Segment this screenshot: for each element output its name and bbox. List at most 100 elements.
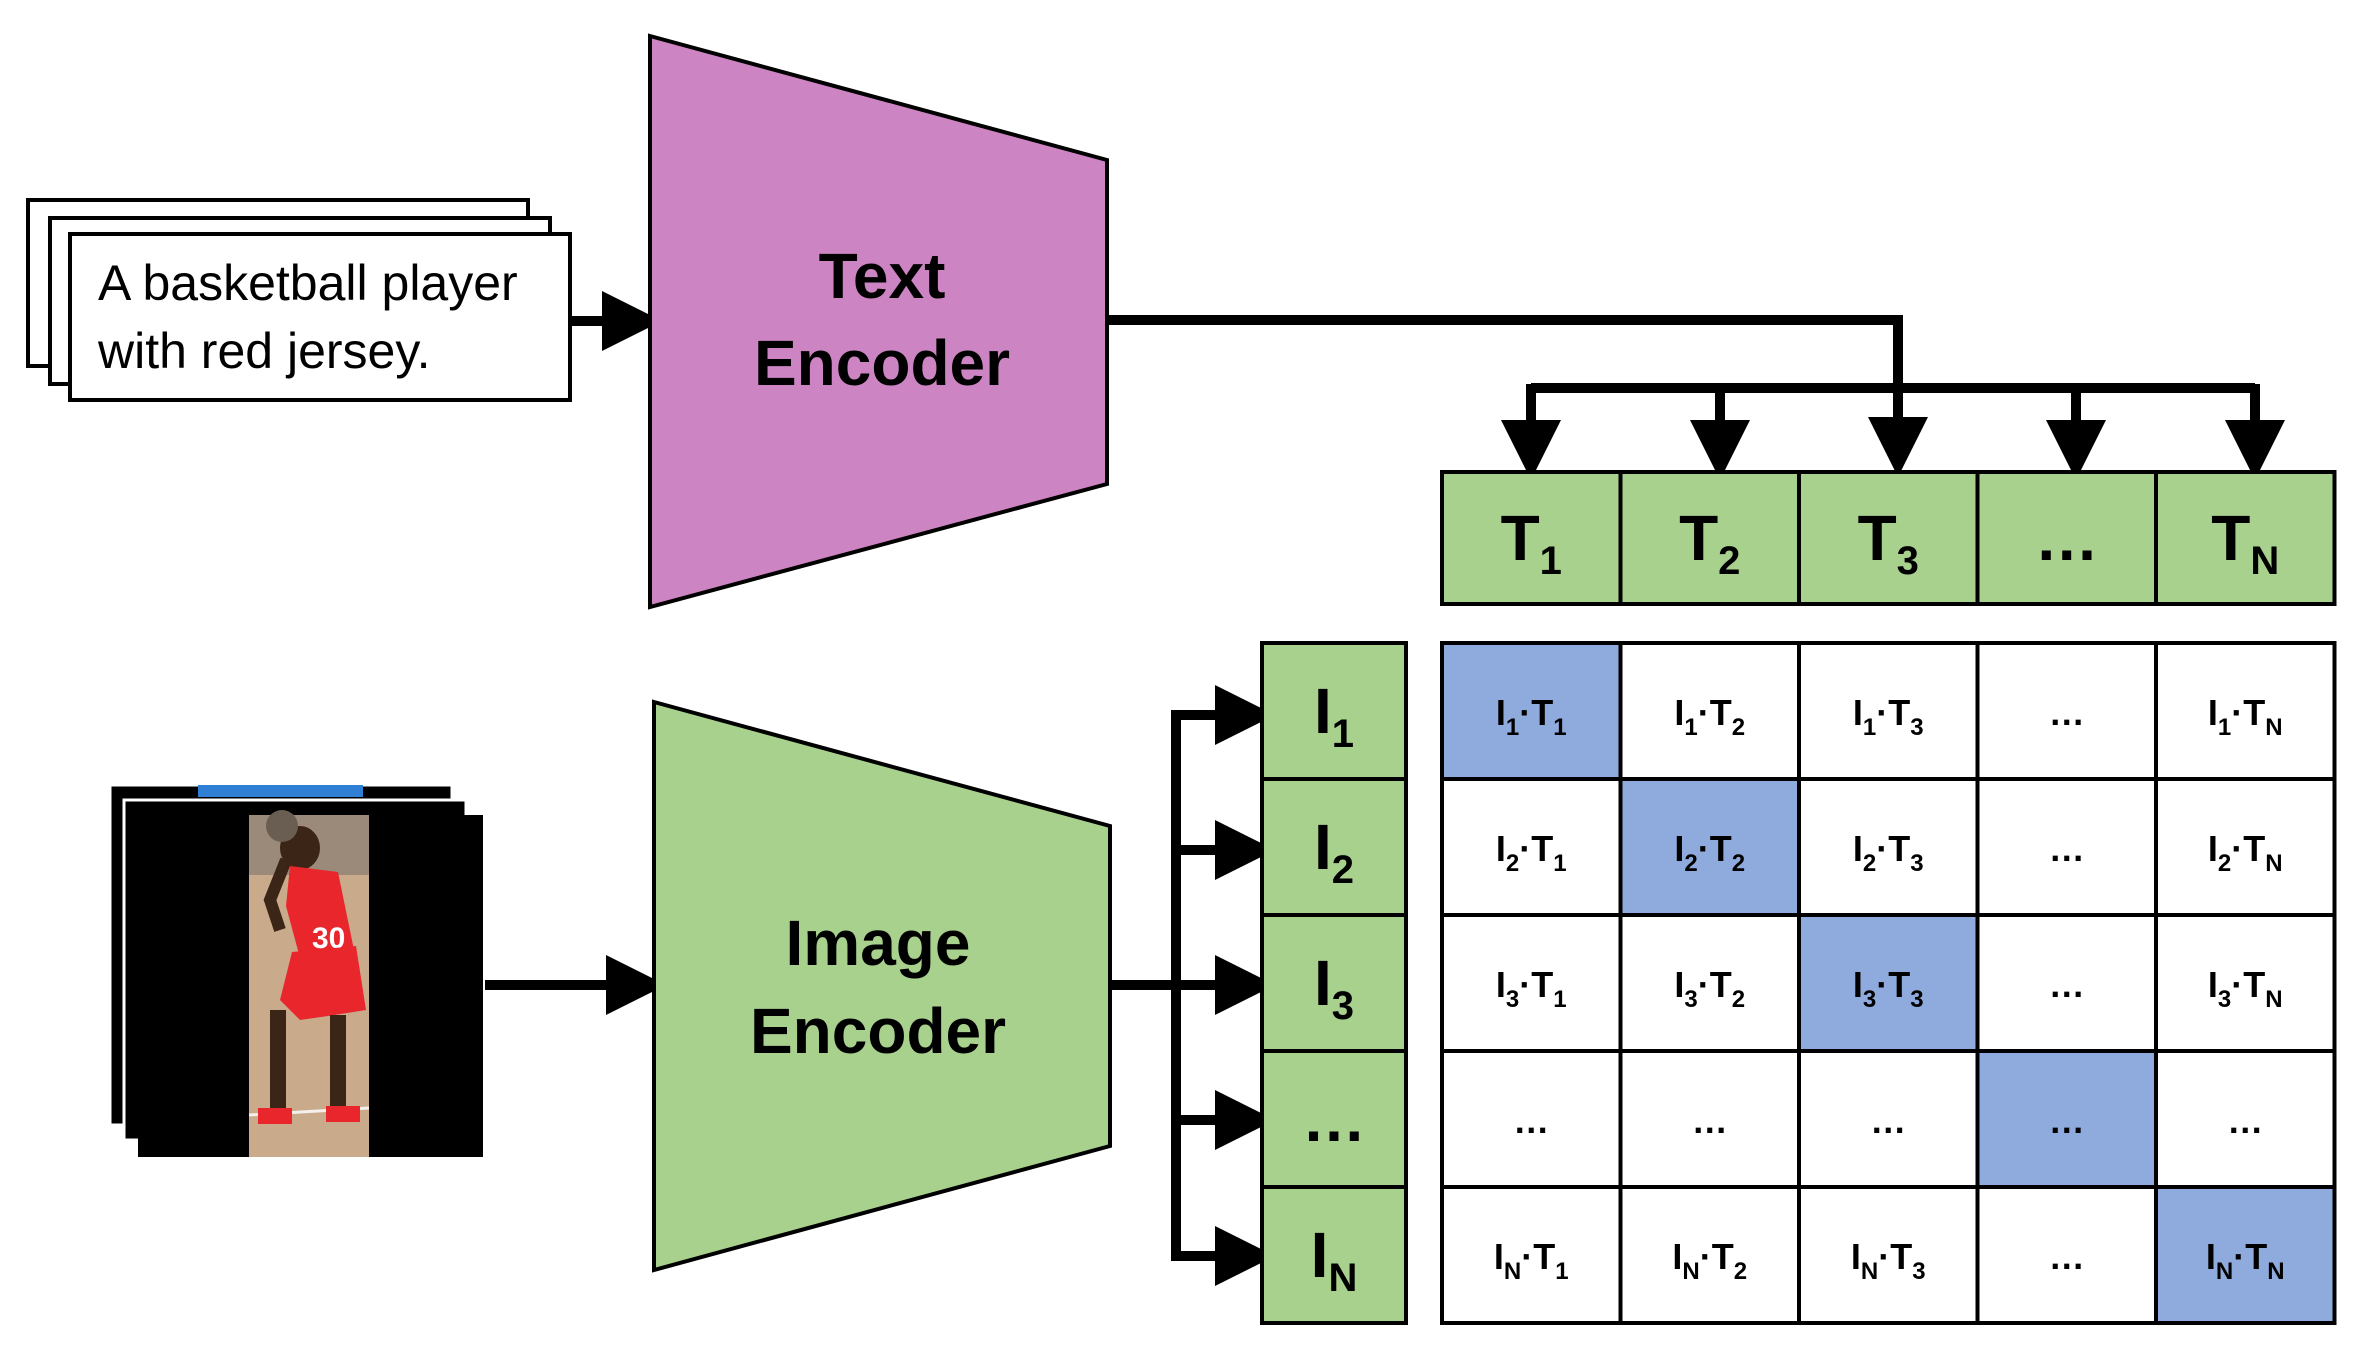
text-token-cell [2154,470,2337,606]
matrix-text-index: 2 [1732,986,1745,1013]
matrix-cell-label: I2·T3 [1853,828,1924,877]
matrix-cell [1618,1185,1801,1325]
matrix-text-index: 2 [1732,850,1745,877]
matrix-cell-label: IN·T2 [1672,1236,1747,1285]
image-token-label-subscript: 2 [1332,848,1354,892]
caption-line-2: with red jersey. [97,323,431,379]
matrix-cell [1618,1049,1801,1189]
matrix-image-index: 2 [1863,850,1876,877]
matrix-cell-diagonal [1440,641,1623,781]
matrix-text-index: N [2265,986,2282,1013]
image-token-label-main: I [1314,947,1332,1019]
matrix-image-index: 1 [1863,714,1876,741]
matrix-cell [1975,641,2158,781]
matrix-text-index: 3 [1912,1258,1925,1285]
text-encoder-output-line [1107,315,1928,477]
matrix-cell-diagonal [1797,913,1980,1053]
image-encoder-label-line-1: Image [786,907,971,979]
image-encoder-label-line-2: Encoder [750,995,1006,1067]
matrix-cell-label: … [2049,964,2085,1005]
matrix-image-index: 3 [1506,986,1519,1013]
text-token-connector [1107,315,2285,480]
matrix-cell-label: I2·T1 [1496,828,1567,877]
matrix-text-index: 1 [1553,986,1566,1013]
matrix-cell [1440,1185,1623,1325]
matrix-image-index: N [2216,1258,2233,1285]
matrix-cell [2154,1049,2337,1189]
player-leg-left [270,1010,286,1110]
matrix-cell [1975,1185,2158,1325]
image-token-cell [1260,1185,1408,1325]
matrix-cell-label: IN·TN [2206,1236,2285,1285]
caption-stack: A basketball player with red jersey. [26,198,572,402]
text-token-cell [1797,470,1980,606]
text-token-label: T3 [1858,502,1919,583]
matrix-image-index: 3 [2218,986,2231,1013]
matrix-image-index: 1 [2218,714,2231,741]
matrix-cell-label: I1·T2 [1674,692,1745,741]
matrix-cell-label: … [2049,692,2085,733]
matrix-cell-label: … [2049,1100,2085,1141]
image-token-label-main: I [1311,1219,1329,1291]
text-token-label-main: … [2035,502,2099,574]
matrix-text-index: 1 [1555,1258,1568,1285]
basketball [266,810,298,842]
matrix-image-index: 2 [2218,850,2231,877]
text-token-label: TN [2211,502,2279,583]
matrix-cell-label: I1·T1 [1496,692,1567,741]
matrix-image-index: 1 [1684,714,1697,741]
image-token-cell [1260,913,1408,1053]
text-encoder-label-line-1: Text [819,240,946,312]
matrix-text-index: 2 [1732,714,1745,741]
image-token-label-main: I [1314,675,1332,747]
matrix-cell-label: … [2049,1236,2085,1277]
matrix-cell-label: I3·T2 [1674,964,1745,1013]
matrix-cell-label: I1·T3 [1853,692,1924,741]
text-encoder-label-line-2: Encoder [754,327,1010,399]
image-token-label: I1 [1314,675,1354,756]
matrix-cell-label: IN·T3 [1851,1236,1926,1285]
matrix-text-index: N [2267,1258,2284,1285]
text-token-label-subscript: 3 [1897,539,1919,583]
matrix-text-index: 3 [1910,850,1923,877]
matrix-cell-label: … [2049,828,2085,869]
caption-card-front [68,232,572,402]
image-token-label-subscript: N [1328,1256,1357,1300]
matrix-cell-label: … [1692,1100,1728,1141]
image-token-cell [1260,641,1408,781]
matrix-cell-diagonal [2154,1185,2337,1325]
matrix-text-index: 3 [1910,714,1923,741]
matrix-text-index: 2 [1734,1258,1747,1285]
matrix-cell-label: I2·T2 [1674,828,1745,877]
image-token-cell [1260,777,1408,917]
text-encoder-shape [648,33,1109,610]
image-token-label: IN [1311,1219,1358,1300]
text-token-label-subscript: N [2250,539,2279,583]
caption-line-1: A basketball player [98,255,518,311]
image-encoder-shape [652,699,1112,1273]
text-token-label-main: T [1679,502,1718,574]
matrix-text-index: 1 [1553,850,1566,877]
image-token-cell [1260,1049,1408,1189]
matrix-image-index: 3 [1684,986,1697,1013]
text-token-cell [1440,470,1623,606]
player-shorts [280,946,366,1020]
matrix-text-index: N [2265,850,2282,877]
text-token-label: … [2035,502,2099,574]
matrix-cell-label: I1·TN [2208,692,2283,741]
matrix-cell-label: … [1870,1100,1906,1141]
matrix-cell-label: IN·T1 [1494,1236,1569,1285]
matrix-cell-label: … [2227,1100,2263,1141]
matrix-text-index: 1 [1553,714,1566,741]
image-token-label: I3 [1314,947,1354,1028]
image-stack: 30 [108,783,483,1157]
image-token-label: I2 [1314,811,1354,892]
matrix-cell-label: I2·TN [2208,828,2283,877]
text-token-label-main: T [1858,502,1897,574]
text-token-label: T2 [1679,502,1740,583]
similarity-matrix: I1·T1 I1·T2 I1·T3 … I1·TN I2·T1 I2·T2 I2·T3 … I2·… [1440,641,2337,1325]
image-token-label: … [1302,1083,1366,1155]
